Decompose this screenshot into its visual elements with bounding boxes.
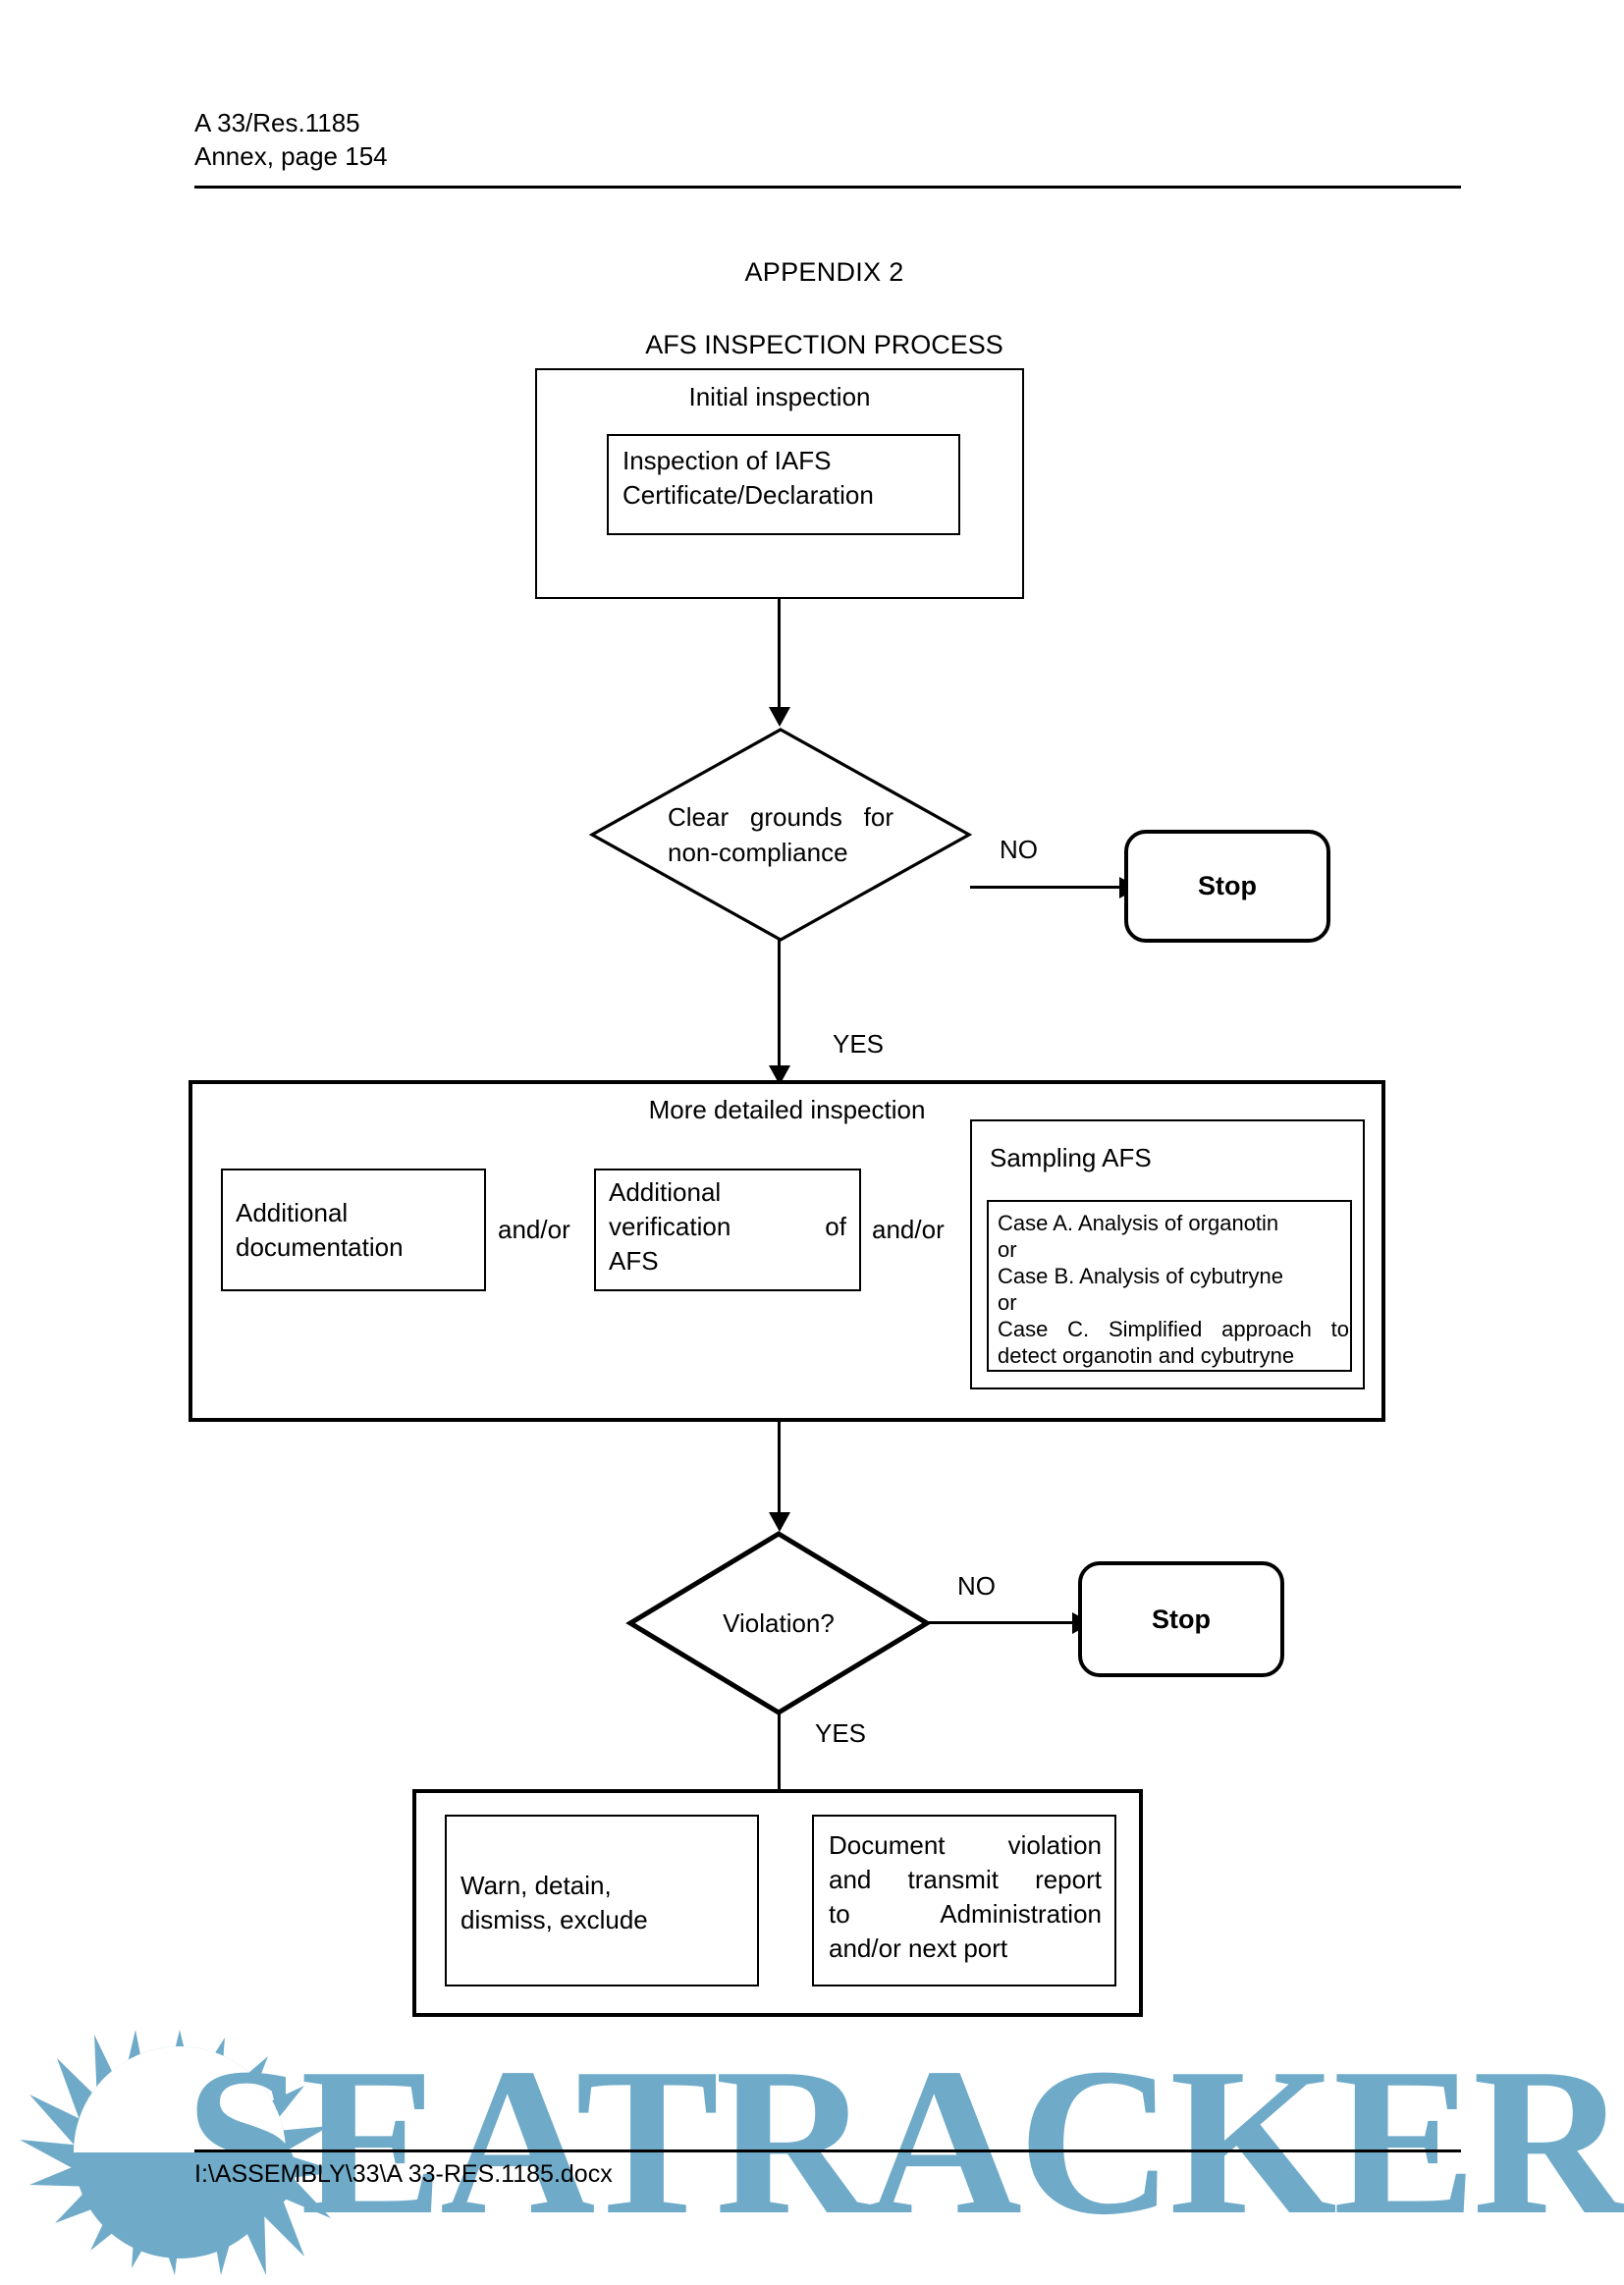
document-violation-line4: and/or next port [829, 1933, 1008, 1963]
additional-documentation-box [221, 1169, 486, 1291]
connector-decision1-yes [778, 939, 781, 1071]
header-annex-page: Annex, page 154 [194, 141, 388, 171]
initial-inspection-title: Initial inspection [688, 382, 871, 411]
sun-logo-icon [20, 2030, 341, 2275]
decision1-no-label: NO [1000, 835, 1038, 864]
appendix-title-text: APPENDIX 2 [744, 257, 904, 287]
additional-documentation-text: Additional documentation [236, 1198, 404, 1262]
connector-decision2-no [927, 1621, 1084, 1624]
stop-box-1: Stop [1124, 830, 1330, 943]
decision2-yes-label: YES [815, 1718, 867, 1748]
footer-file-path: I:\ASSEMBLY\33\A 33-RES.1185.docx [194, 2160, 613, 2188]
connector-and-or-2: and/or [872, 1215, 945, 1244]
sampling-or-2: or [998, 1290, 1017, 1315]
watermark-text: SEATRACKER.RU [185, 2024, 1624, 2258]
decision-violation: Violation? [625, 1530, 932, 1716]
warn-detain-box [445, 1815, 759, 1986]
document-violation-line3: to Administration [829, 1899, 1102, 1929]
decision-clear-grounds-line2: non-compliance [668, 838, 848, 867]
initial-inspection-inner-box [607, 434, 960, 535]
additional-verification-line2: verification of [609, 1212, 846, 1241]
sampling-afs-cases-box [987, 1200, 1352, 1372]
sampling-afs-cases-list: Case A. Analysis of organotin or Case B.… [998, 1210, 1349, 1369]
document-header: A 33/Res.1185 Annex, page 154 [194, 106, 388, 173]
decision-violation-label: Violation? [723, 1608, 835, 1638]
document-violation-box [812, 1815, 1116, 1986]
appendix-title: APPENDIX 2 [0, 257, 1624, 288]
decision1-yes-label: YES [833, 1029, 885, 1059]
arrow-detailed-to-decision2-icon [769, 1512, 790, 1532]
connector-initial-to-decision1 [778, 599, 781, 712]
decision-violation-textwrap: Violation? [626, 1530, 931, 1716]
connector-decision2-yes [778, 1714, 781, 1812]
additional-verification-box [594, 1169, 861, 1291]
initial-inspection-inner-text: Inspection of IAFS Certificate/Declarati… [623, 446, 874, 510]
header-doc-number: A 33/Res.1185 [194, 108, 360, 137]
connector-decision1-no [970, 886, 1132, 889]
additional-verification-line1: Additional [609, 1177, 722, 1207]
header-divider [194, 186, 1461, 189]
warn-detain-text: Warn, detain, dismiss, exclude [460, 1869, 755, 1937]
document-violation-line2: and transmit report [829, 1865, 1102, 1894]
connector-and-or-1: and/or [498, 1215, 570, 1244]
sampling-afs-title: Sampling AFS [990, 1143, 1152, 1172]
sampling-case-a: Case A. Analysis of organotin [998, 1211, 1279, 1235]
arrow-initial-to-decision1-icon [769, 707, 790, 727]
warn-detain-line2: dismiss, exclude [460, 1905, 648, 1934]
decision2-no-label: NO [957, 1571, 996, 1601]
sampling-case-c-line1: Case C. Simplified approach to [998, 1317, 1349, 1341]
footer-divider [194, 2149, 1461, 2152]
document-violation-text: Document violation and transmit report t… [829, 1828, 1102, 1966]
sampling-or-1: or [998, 1237, 1017, 1262]
additional-verification-line3: AFS [609, 1246, 659, 1276]
decision-clear-grounds-line1: Clear grounds for [668, 802, 893, 832]
process-title-text: AFS INSPECTION PROCESS [645, 330, 1003, 359]
decision-clear-grounds-textwrap: Clear grounds for non-compliance [589, 727, 972, 943]
sampling-case-b: Case B. Analysis of cybutryne [998, 1264, 1284, 1288]
warn-detain-line1: Warn, detain, [460, 1871, 612, 1900]
more-detailed-inspection-title: More detailed inspection [648, 1095, 926, 1124]
stop-box-2: Stop [1078, 1561, 1284, 1677]
document-violation-line1: Document violation [829, 1830, 1102, 1860]
sampling-case-c-line2: detect organotin and cybutryne [998, 1343, 1295, 1368]
process-title: AFS INSPECTION PROCESS [0, 330, 1624, 360]
connector-detailed-to-decision2 [778, 1422, 781, 1518]
additional-verification-text: Additional verification of AFS [609, 1175, 846, 1279]
decision-clear-grounds: Clear grounds for non-compliance [588, 727, 973, 943]
